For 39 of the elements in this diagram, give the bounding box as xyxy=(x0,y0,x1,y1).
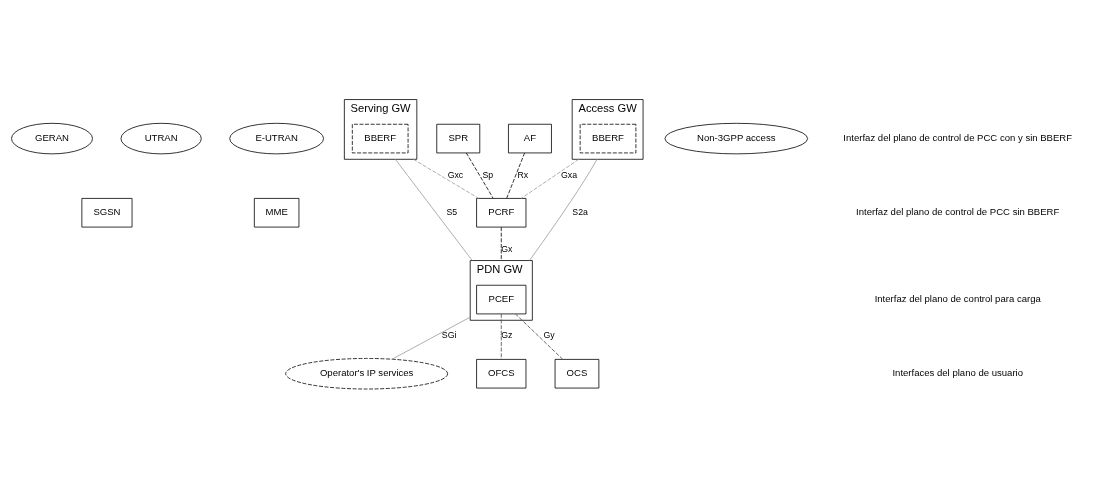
connector xyxy=(515,313,564,360)
connector xyxy=(500,313,502,360)
legend-label: Interfaz del plano de control para carga xyxy=(874,292,1041,304)
node-box: OFCS xyxy=(476,358,527,388)
connector xyxy=(465,152,494,199)
node-ellipse: Non-3GPP access xyxy=(664,122,809,154)
node-box: PCRF xyxy=(476,197,527,227)
legend-label: Interfaces del plano de usuario xyxy=(892,366,1024,378)
edge-label: Gxa xyxy=(560,169,578,180)
edge-label: Sp xyxy=(482,169,494,180)
node-box: PCEF xyxy=(476,284,527,314)
node-box: SGSN xyxy=(81,197,133,227)
connector xyxy=(520,158,580,199)
node-ellipse: E-UTRAN xyxy=(229,122,324,154)
node-box: OCS xyxy=(554,358,600,388)
edge-label: Gx xyxy=(501,243,513,254)
edge-label: Gy xyxy=(543,329,555,340)
edge-label: Gz xyxy=(501,329,513,340)
connector xyxy=(391,316,471,360)
connector xyxy=(413,158,479,199)
node-ellipse: UTRAN xyxy=(120,122,202,154)
node-box: AF xyxy=(508,123,552,153)
node-box: BBERF xyxy=(351,123,409,153)
edge-label: Gxc xyxy=(447,169,464,180)
connector xyxy=(506,152,525,199)
node-box: SPR xyxy=(436,123,481,153)
legend-label: Interfaz del plano de control de PCC con y sin BBERF xyxy=(843,131,1073,143)
legend-label: Interfaz del plano de control de PCC sin BBERF xyxy=(856,205,1060,217)
edge-label: S2a xyxy=(572,206,588,217)
edge-label: S5 xyxy=(446,206,458,217)
connector xyxy=(500,226,502,261)
edge-label: Rx xyxy=(517,169,529,180)
node-ellipse: GERAN xyxy=(11,122,93,154)
node-box: MME xyxy=(253,197,300,227)
node-box: BBERF xyxy=(579,123,637,153)
connector xyxy=(394,158,473,261)
edge-label: SGi xyxy=(441,329,457,340)
node-ellipse: Operator's IP services xyxy=(285,357,449,389)
connector xyxy=(529,158,598,261)
